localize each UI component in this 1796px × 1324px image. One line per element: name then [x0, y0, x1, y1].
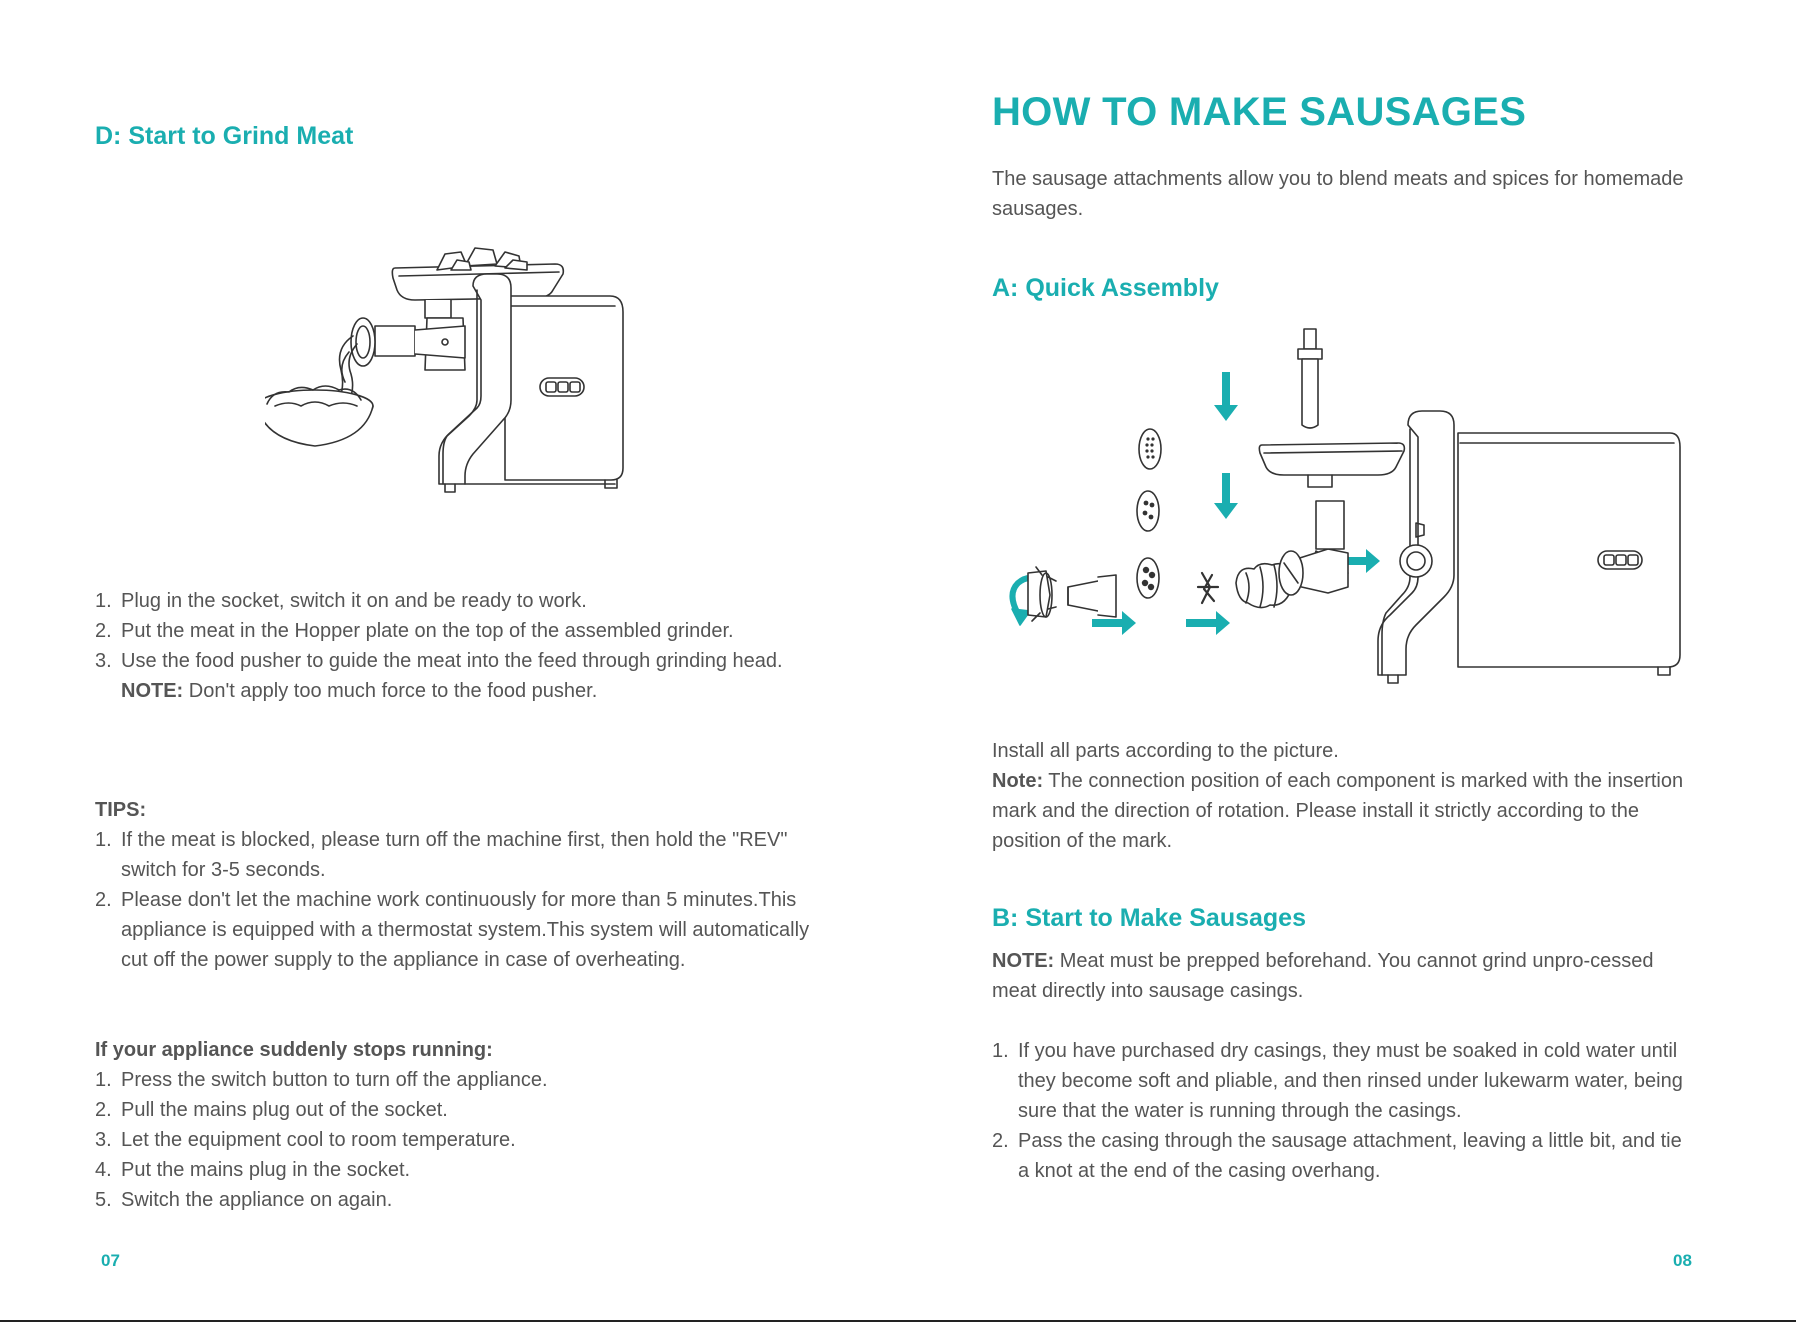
- grind-note: NOTE: Don't apply too much force to the …: [121, 680, 598, 702]
- start-sausages-heading: B: Start to Make Sausages: [992, 904, 1306, 932]
- list-item: 1.If you have purchased dry casings, the…: [992, 1040, 1683, 1122]
- list-item: 4.Put the mains plug in the socket.: [95, 1159, 411, 1181]
- grind-steps: 1.Plug in the socket, switch it on and b…: [95, 586, 815, 706]
- install-section: Install all parts according to the pictu…: [992, 736, 1712, 856]
- assembly-illustration: [998, 325, 1698, 700]
- grinder-illustration: [265, 240, 635, 500]
- assembly-heading: A: Quick Assembly: [992, 274, 1219, 302]
- prep-note: NOTE: Meat must be prepped beforehand. Y…: [992, 950, 1654, 1002]
- stops-section: If your appliance suddenly stops running…: [95, 1035, 815, 1215]
- list-item: 3.Let the equipment cool to room tempera…: [95, 1129, 516, 1151]
- page-title: HOW TO MAKE SAUSAGES: [992, 90, 1527, 134]
- stops-heading: If your appliance suddenly stops running…: [95, 1039, 493, 1061]
- page-number-left: 07: [101, 1251, 120, 1270]
- arrow-icon: [1092, 372, 1380, 635]
- right-page: HOW TO MAKE SAUSAGES The sausage attachm…: [898, 0, 1796, 1324]
- list-item: 2.Put the meat in the Hopper plate on th…: [95, 620, 734, 642]
- grind-meat-heading: D: Start to Grind Meat: [95, 122, 354, 150]
- assembly-note: Note: The connection position of each co…: [992, 770, 1684, 852]
- sausage-steps: 1.If you have purchased dry casings, the…: [992, 1036, 1702, 1186]
- tips-section: TIPS: 1.If the meat is blocked, please t…: [95, 795, 815, 975]
- left-page: D: Start to Grind Meat: [95, 122, 815, 1270]
- intro-text: The sausage attachments allow you to ble…: [992, 168, 1684, 220]
- list-item: 2.Pull the mains plug out of the socket.: [95, 1099, 448, 1121]
- list-item: 1.If the meat is blocked, please turn of…: [95, 829, 788, 881]
- page-number-right: 08: [1673, 1251, 1692, 1270]
- list-item: 3.Use the food pusher to guide the meat …: [95, 646, 815, 706]
- install-text: Install all parts according to the pictu…: [992, 740, 1339, 762]
- list-item: 1.Plug in the socket, switch it on and b…: [95, 590, 587, 612]
- list-item: 2.Please don't let the machine work cont…: [95, 889, 810, 971]
- bottom-rule: [0, 1320, 1796, 1322]
- list-item: 2.Pass the casing through the sausage at…: [992, 1130, 1682, 1182]
- tips-heading: TIPS:: [95, 799, 147, 821]
- list-item: 5.Switch the appliance on again.: [95, 1189, 393, 1211]
- list-item: 1.Press the switch button to turn off th…: [95, 1069, 548, 1091]
